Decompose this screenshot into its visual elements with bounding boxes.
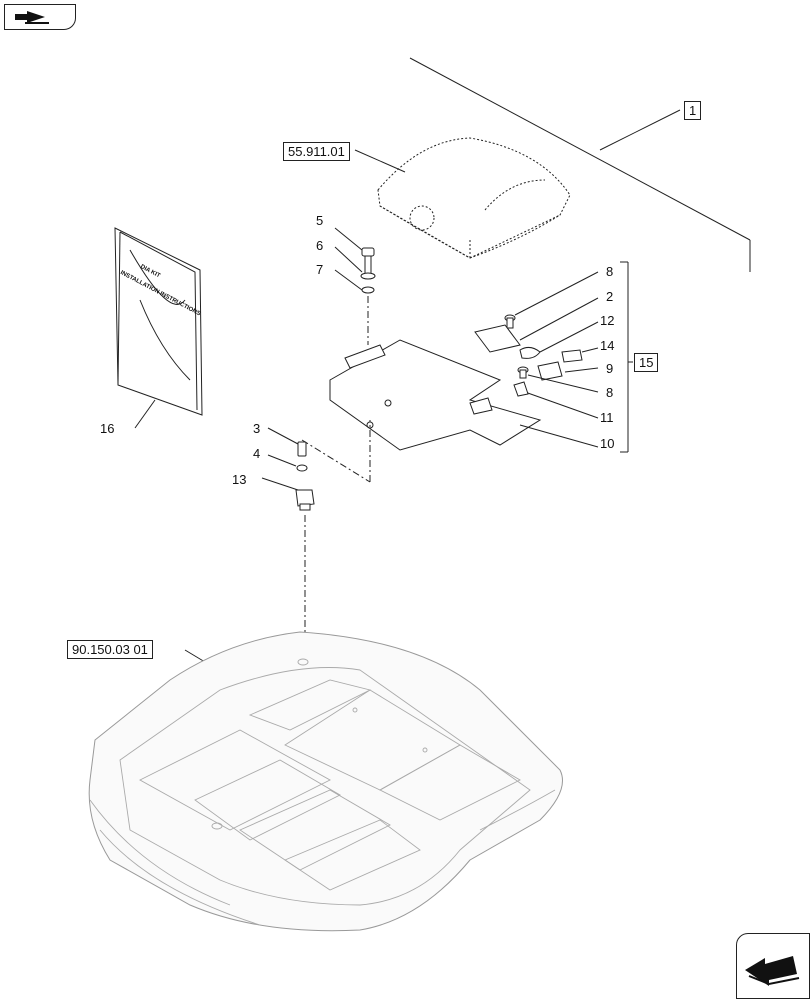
kit-reference-label[interactable]: 1 [684,101,702,120]
mounting-plate-part [329,339,599,451]
callout-6: 6 [316,238,324,253]
screw-fitting-stack [261,420,371,655]
callout-10: 10 [600,436,615,451]
kit-leader-line [409,57,751,272]
base-reference-label[interactable]: 90.150.03 01 [67,640,153,659]
seat-base-part [88,631,563,932]
callout-7: 7 [316,262,324,277]
next-page-button[interactable] [736,933,810,999]
arrow-back-icon [15,11,49,24]
callout-14: 14 [600,338,615,353]
callout-13: 13 [232,472,247,487]
seat-cover-part [354,137,571,259]
callout-16: 16 [100,421,115,436]
group-reference-label[interactable]: 15 [634,353,659,372]
callout-9: 9 [606,361,614,376]
prev-page-button[interactable] [4,4,76,30]
callout-8b: 8 [606,385,614,400]
installation-manual-part [114,227,203,429]
callout-8a: 8 [606,264,614,279]
bolt-washer-stack [334,227,376,345]
callout-3: 3 [253,421,261,436]
callout-5: 5 [316,213,324,228]
callout-4: 4 [253,446,261,461]
arrow-forward-icon [745,956,800,986]
electrical-parts-group [474,261,633,453]
callout-2: 2 [606,289,614,304]
callout-12: 12 [600,313,615,328]
callout-11: 11 [600,410,614,425]
cover-reference-label[interactable]: 55.911.01 [283,142,350,161]
